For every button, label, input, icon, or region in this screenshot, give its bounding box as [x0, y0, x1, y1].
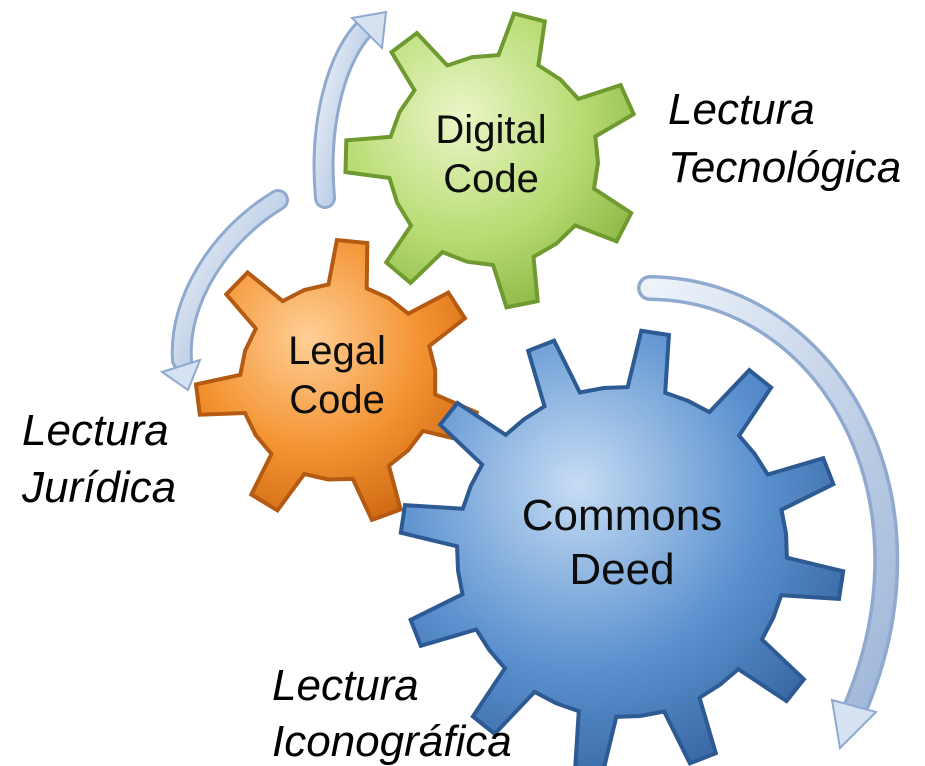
reading-tecnologica-line1: Lectura [668, 85, 815, 134]
arrowhead-commons [830, 698, 878, 751]
reading-tecnologica-line2: Tecnológica [668, 143, 901, 192]
gear-commons-line2: Deed [569, 545, 674, 594]
gear-digital-line2: Code [443, 157, 539, 201]
reading-iconografica-line2: Iconográfica [272, 717, 512, 766]
reading-iconografica-line1: Lectura [272, 661, 419, 710]
reading-juridica-line1: Lectura [22, 406, 169, 455]
gear-commons-line1: Commons [522, 491, 723, 540]
reading-juridica: Lectura Jurídica [21, 406, 176, 512]
gear-commons-deed: Commons Deed [398, 328, 846, 766]
reading-iconografica: Lectura Iconográfica [272, 661, 512, 766]
arrowhead-legal [159, 358, 202, 392]
gear-digital-shape [343, 11, 637, 310]
cycle-arrows [159, 10, 900, 751]
gear-digital-code: Digital Code [343, 11, 637, 310]
reading-juridica-line2: Jurídica [21, 463, 176, 512]
arrowhead-digital [349, 10, 388, 51]
reading-tecnologica: Lectura Tecnológica [668, 85, 901, 192]
gear-digital-line1: Digital [435, 108, 546, 152]
gear-legal-code: Legal Code [193, 237, 480, 523]
gear-legal-line2: Code [289, 378, 385, 422]
gear-legal-line1: Legal [288, 329, 386, 373]
gear-legal-shape [193, 237, 480, 523]
gear-commons-shape [398, 328, 846, 766]
